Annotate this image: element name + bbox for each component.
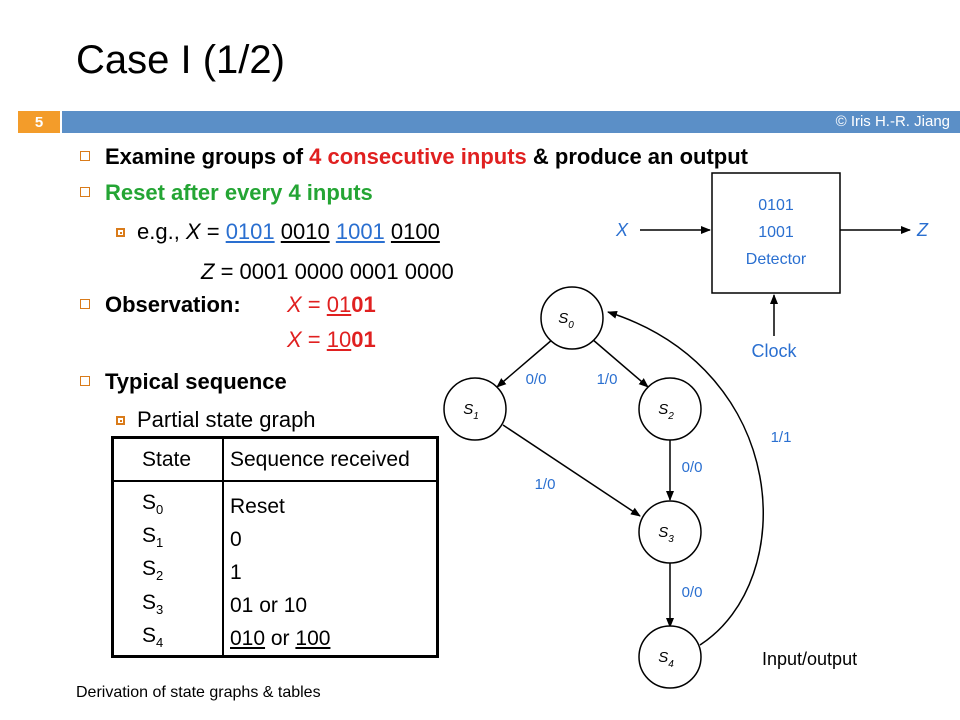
sub-bullet-marker-icon [116,416,125,425]
equals-sign: = [301,292,327,317]
bullet-text: Partial state graph [137,407,316,432]
svg-text:S1: S1 [463,401,479,422]
sub-bullet-marker-icon [116,228,125,237]
legend-input-output: Input/output [762,649,857,669]
observation-x2-suffix: 01 [351,327,376,352]
x-group-2: 0010 [280,219,330,244]
svg-text:S4: S4 [658,649,674,670]
detector-output-label: Z [916,220,929,240]
header-bar [62,111,960,133]
table-cell-state: S2 [114,556,224,590]
x-variable: X [287,327,302,352]
table-row: S2 1 [114,556,436,590]
observation-x1: X = 0101 [287,292,376,318]
svg-text:S0: S0 [558,310,574,331]
bullet-text: Typical sequence [105,369,287,394]
svg-text:S3: S3 [658,524,674,545]
bullet-highlight: 4 consecutive inputs [309,144,527,169]
example-x-line: e.g., X = 0101 0010 1001 0100 [116,219,440,245]
table-row: S0 Reset [114,481,436,524]
footer-text: Derivation of state graphs & tables [76,684,321,701]
detector-box [711,172,841,294]
z-group-2: 0000 [294,259,344,284]
x-group-4: 0100 [390,219,440,244]
bullet-marker-icon [80,376,90,386]
edge-label-s1-s3: 1/0 [535,476,556,493]
table-cell-state: S4 [114,622,224,656]
table-cell-sequence: 010 or 100 [230,627,331,651]
observation-x1-prefix: 01 [326,292,352,317]
clock-label: Clock [751,341,797,361]
state-s4: S4 [638,625,702,689]
detector-line2: 1001 [758,224,794,241]
x-variable: X [185,219,201,244]
table-cell-sequence: Reset [230,494,285,518]
z-group-4: 0000 [404,259,454,284]
edge-s4-s0 [607,310,764,646]
example-z-line: Z = 0001 0000 0001 0000 [201,259,454,285]
edge-label-s2-s3: 0/0 [682,459,703,476]
x-variable: X [287,292,302,317]
example-prefix: e.g., [137,219,186,244]
state-s0: S0 [540,286,604,350]
x-group-1: 0101 [225,219,275,244]
bullet-observation: Observation: [80,292,241,318]
edge-label-s3-s4: 0/0 [682,584,703,601]
table-header-row: State Sequence received [114,439,436,482]
equals-sign: = [214,259,240,284]
bullet-reset: Reset after every 4 inputs [80,180,373,206]
table-cell-state: S1 [114,523,224,557]
edge-label-s4-s0: 1/1 [771,429,792,446]
table-row: S3 01 or 10 [114,589,436,623]
observation-x1-suffix: 01 [351,292,376,317]
slide-title: Case I (1/2) [76,38,285,82]
observation-x2: X = 1001 [287,327,376,353]
z-group-1: 0001 [239,259,289,284]
state-s2: S2 [638,377,702,441]
state-table: State Sequence received S0 Reset S1 0 S2… [111,436,439,658]
detector-input-label: X [615,220,629,240]
state-s3: S3 [638,500,702,564]
bullet-text: Examine groups of [105,144,310,169]
table-cell-sequence: 01 or 10 [230,594,308,618]
detector-line3: Detector [746,251,807,268]
equals-sign: = [200,219,226,244]
z-variable: Z [201,259,215,284]
table-header-state: State [114,439,224,482]
bullet-marker-icon [80,187,90,197]
state-s1: S1 [443,377,507,441]
table-header-sequence: Sequence received [223,439,436,482]
table-cell-sequence: 0 [230,527,242,551]
edge-label-s0-s2: 1/0 [597,371,618,388]
edge-s0-s2 [591,338,649,388]
z-group-3: 0001 [349,259,399,284]
table-row: S1 0 [114,523,436,557]
detector-line1: 0101 [758,197,794,214]
bullet-examine-groups: Examine groups of 4 consecutive inputs &… [80,144,748,170]
table-row: S4 010 or 100 [114,622,436,656]
table-cell-sequence: 1 [230,560,242,584]
observation-x2-prefix: 10 [326,327,352,352]
edge-s1-s3 [502,424,641,517]
bullet-marker-icon [80,151,90,161]
bullet-text: & produce an output [526,144,748,169]
observation-label: Observation: [105,292,241,317]
copyright-text: © Iris H.-R. Jiang [835,113,950,130]
equals-sign: = [301,327,327,352]
table-cell-state: S0 [114,481,224,524]
bullet-marker-icon [80,299,90,309]
edge-s0-s1 [496,338,554,388]
svg-text:S2: S2 [658,401,674,422]
page-number-badge: 5 [18,111,60,133]
sub-bullet-partial-graph: Partial state graph [116,407,316,433]
bullet-text: Reset after every 4 inputs [105,180,373,205]
bullet-typical-sequence: Typical sequence [80,369,287,395]
edge-label-s0-s1: 0/0 [526,371,547,388]
table-cell-state: S3 [114,589,224,623]
x-group-3: 1001 [335,219,385,244]
